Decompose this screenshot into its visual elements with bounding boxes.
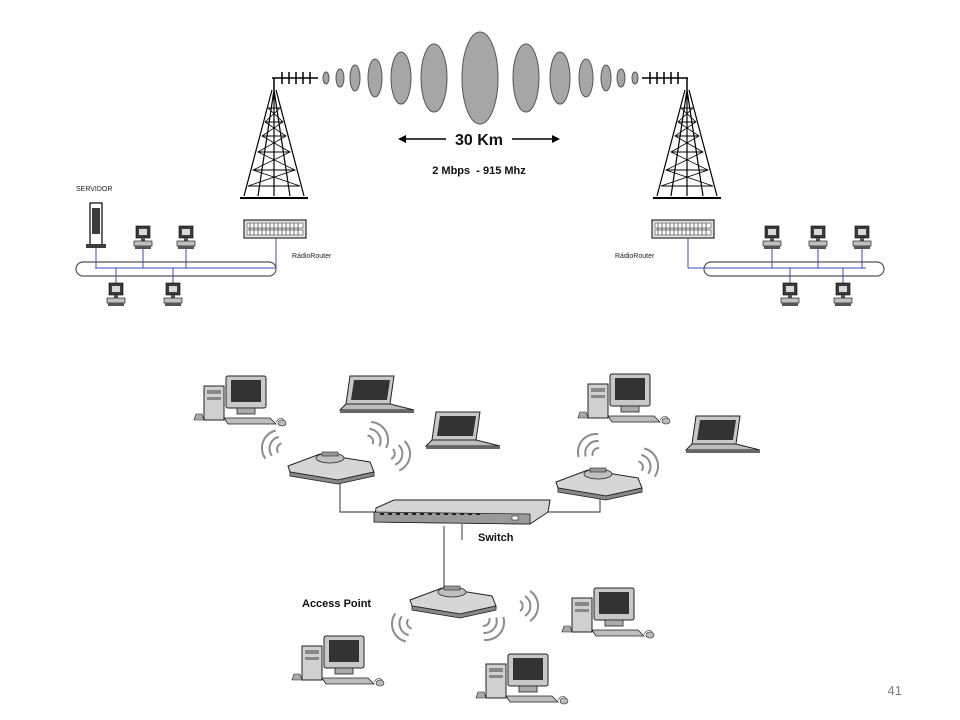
left-lan-segment — [75, 238, 277, 284]
switch-label: Switch — [478, 532, 514, 544]
workstation-icon — [780, 282, 800, 307]
wireless-lan-diagram: Switch Access Point — [193, 373, 761, 705]
access-point-left-icon — [287, 451, 375, 485]
cable-switch-to-access-point — [443, 524, 463, 590]
desktop-computer-icon — [193, 375, 287, 427]
wifi-signal-icon — [519, 590, 540, 622]
radio-link-diagram: 30 Km 2 Mbps - 915 Mhz RádioRouter Rádio… — [75, 31, 885, 307]
workstation-icon — [176, 225, 196, 250]
workstation-icon — [106, 282, 126, 307]
antenna-left-icon — [272, 72, 318, 84]
network-switch-icon — [373, 499, 551, 525]
wifi-signal-icon — [361, 416, 395, 454]
right-lan-segment — [687, 238, 885, 284]
cable-left-ap-to-switch — [339, 470, 378, 513]
antenna-right-icon — [642, 72, 688, 84]
workstation-icon — [163, 282, 183, 307]
page-number: 41 — [887, 683, 902, 698]
radio-tower-right-icon — [652, 77, 722, 199]
wifi-signal-icon — [571, 427, 607, 465]
desktop-computer-icon — [577, 373, 671, 425]
distance-arrow — [398, 135, 560, 143]
radio-router-left-icon — [243, 219, 307, 239]
speed-frequency-label: 2 Mbps - 915 Mhz — [432, 165, 526, 177]
workstation-icon — [133, 225, 153, 250]
access-point-label: Access Point — [302, 598, 371, 610]
workstation-icon — [852, 225, 872, 250]
workstation-icon — [762, 225, 782, 250]
desktop-computer-icon — [291, 635, 385, 687]
wifi-signal-icon — [475, 609, 511, 647]
wifi-signal-icon — [386, 608, 417, 646]
wifi-signal-icon — [388, 438, 414, 473]
radio-wave-signal — [322, 31, 639, 125]
wifi-signal-icon — [633, 444, 664, 482]
access-point-right-icon — [555, 467, 643, 501]
laptop-icon — [685, 415, 761, 454]
desktop-computer-icon — [475, 653, 569, 705]
workstation-icon — [808, 225, 828, 250]
access-point-bottom-icon — [409, 585, 497, 619]
desktop-computer-icon — [561, 587, 655, 639]
radio-router-right-label: RádioRouter — [615, 253, 655, 260]
server-label: SERVIDOR — [76, 186, 112, 193]
radio-tower-left-icon — [239, 77, 309, 199]
server-icon — [86, 202, 106, 248]
radio-router-left-label: RádioRouter — [292, 253, 332, 260]
workstation-icon — [833, 282, 853, 307]
laptop-icon — [425, 411, 501, 450]
distance-label: 30 Km — [455, 132, 503, 149]
laptop-icon — [339, 375, 415, 414]
radio-router-right-icon — [651, 219, 715, 239]
wifi-signal-icon — [256, 426, 287, 464]
